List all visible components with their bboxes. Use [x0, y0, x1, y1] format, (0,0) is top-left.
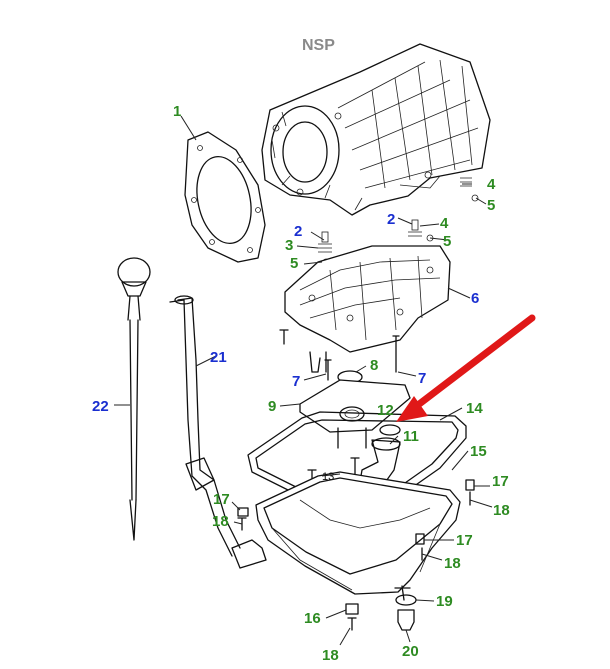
callout-17: 17	[456, 532, 473, 549]
oil-pan	[255, 471, 461, 601]
callout-5: 5	[290, 255, 299, 272]
callout-2: 2	[294, 223, 303, 240]
callout-17: 17	[213, 491, 230, 508]
dipstick	[117, 257, 151, 541]
callout-2: 2	[387, 211, 396, 228]
callout-7: 7	[292, 373, 301, 390]
callout-4: 4	[440, 215, 449, 232]
callout-13: 13	[322, 471, 335, 483]
drain-washer	[395, 594, 417, 606]
red-indicator-arrow	[396, 314, 536, 422]
callout-5: 5	[443, 233, 452, 250]
valve-bolts	[279, 329, 400, 381]
callout-18: 18	[212, 513, 229, 530]
callout-18: 18	[493, 502, 510, 519]
callout-18: 18	[322, 647, 339, 664]
callout-nsp: NSP	[302, 37, 335, 54]
callout-3: 3	[285, 237, 294, 254]
drain-plug	[397, 609, 415, 631]
gasket-front	[184, 131, 266, 263]
callout-7: 7	[418, 370, 427, 387]
o-ring-12	[379, 424, 401, 436]
callout-4: 4	[487, 176, 496, 193]
callout-6: 6	[471, 290, 480, 307]
callout-17: 17	[492, 473, 509, 490]
callout-12: 12	[377, 402, 394, 419]
pan-clips	[237, 479, 475, 631]
filler-tube	[169, 295, 267, 569]
callout-1: 1	[173, 103, 182, 120]
callout-18: 18	[444, 555, 461, 572]
leader-lines	[114, 115, 493, 646]
callout-16: 16	[304, 610, 321, 627]
transmission-case	[261, 43, 491, 216]
callout-21: 21	[210, 349, 227, 366]
callout-22: 22	[92, 398, 109, 415]
pan-gasket	[247, 411, 467, 511]
callout-8: 8	[370, 357, 379, 374]
valve-body	[284, 245, 451, 353]
callout-11: 11	[403, 428, 419, 445]
callout-9: 9	[268, 398, 277, 415]
callout-20: 20	[402, 643, 419, 660]
callout-14: 14	[466, 400, 483, 417]
callout-5: 5	[487, 197, 496, 214]
callout-19: 19	[436, 593, 453, 610]
callout-15: 15	[470, 443, 487, 460]
